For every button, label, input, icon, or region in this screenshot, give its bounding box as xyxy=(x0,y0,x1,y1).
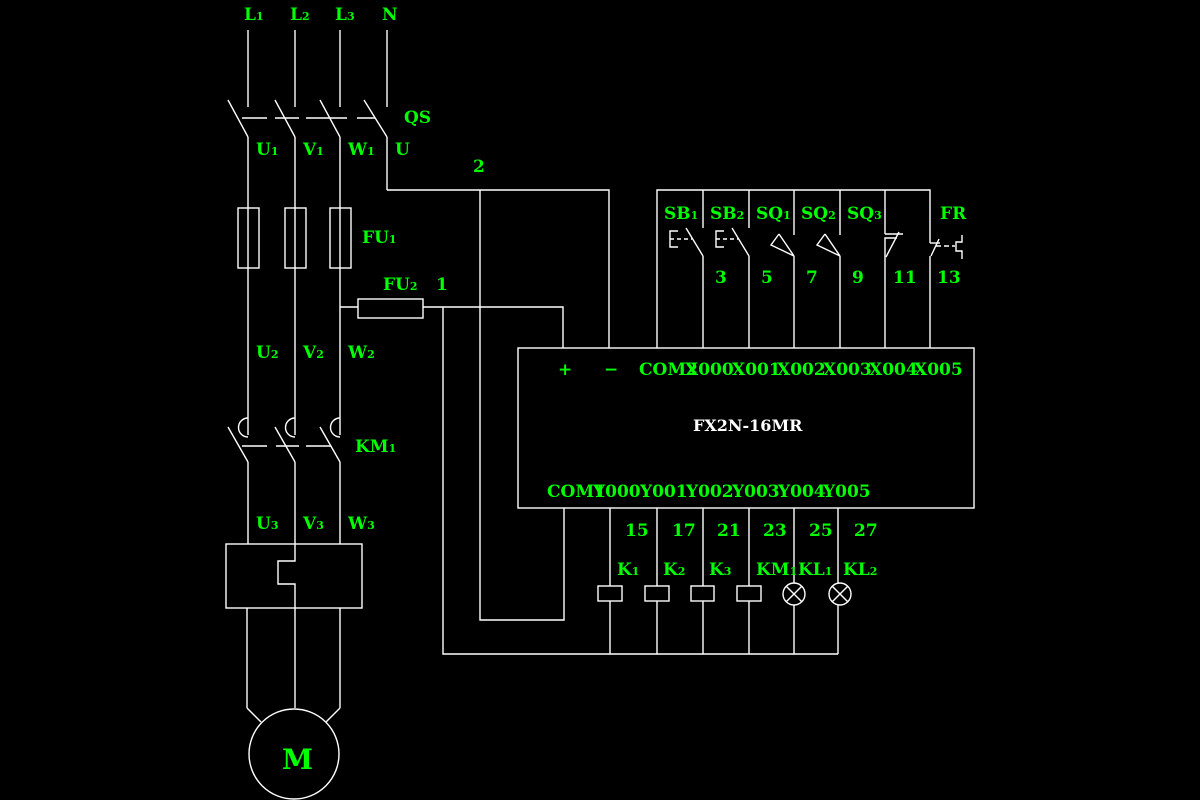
input-device-label: SB2 xyxy=(710,204,744,224)
input-wiring xyxy=(656,189,963,348)
plc-input-terminal: COM2 xyxy=(639,360,698,380)
phase-label: N xyxy=(382,5,398,25)
km1-main-contacts xyxy=(227,417,341,544)
k2-coil xyxy=(644,585,670,602)
node-1-label: 1 xyxy=(436,275,448,295)
input-device-label: SQ3 xyxy=(847,204,882,224)
node-2-label: 2 xyxy=(473,157,485,177)
node-label: V2 xyxy=(302,343,324,363)
plc-output-terminal: Y003 xyxy=(731,482,780,502)
output-node-label: 17 xyxy=(672,521,696,541)
output-device-label: K1 xyxy=(617,560,639,580)
output-device-label: KM1 xyxy=(756,560,797,580)
plc-input-terminal: X005 xyxy=(914,360,963,380)
input-node-label: 7 xyxy=(806,268,818,288)
plc-model-label: FX2N-16MR xyxy=(693,416,803,435)
plc-minus-label: − xyxy=(604,360,618,380)
plc-output-terminal: Y004 xyxy=(777,482,826,502)
output-device-label: KL2 xyxy=(843,560,877,580)
node-label: V1 xyxy=(302,140,324,160)
input-device-label: FR xyxy=(940,204,967,224)
phase-label: L2 xyxy=(290,5,310,25)
plc-plus-label: + xyxy=(558,360,572,380)
input-node-label: 5 xyxy=(761,268,773,288)
qs-label: QS xyxy=(404,108,431,128)
power-wiring-lower xyxy=(247,137,388,435)
km1-label: KM1 xyxy=(355,437,396,457)
kl1-lamp-icon xyxy=(782,582,806,606)
input-node-label: 11 xyxy=(893,268,917,288)
output-device-label: K3 xyxy=(709,560,731,580)
plc-output-terminal: Y001 xyxy=(639,482,688,502)
fu1-fuses xyxy=(237,207,352,269)
plc-input-terminal: X002 xyxy=(777,360,826,380)
plc-output-terminal: Y005 xyxy=(822,482,871,502)
node-label: W1 xyxy=(347,140,375,160)
power-wiring xyxy=(247,30,388,107)
node-label: U1 xyxy=(256,140,278,160)
kl2-lamp-icon xyxy=(828,582,852,606)
qs-switch-symbol xyxy=(227,99,388,138)
input-device-label: SQ1 xyxy=(756,204,791,224)
node-label: U2 xyxy=(256,343,278,363)
output-device-label: K2 xyxy=(663,560,685,580)
control-wiring xyxy=(340,189,838,655)
output-device-label: KL1 xyxy=(798,560,832,580)
output-node-label: 21 xyxy=(717,521,741,541)
plc-output-terminal: COM1 xyxy=(547,482,606,502)
phase-label: L1 xyxy=(244,5,264,25)
plc-input-terminal: X003 xyxy=(823,360,872,380)
plc-input-terminal: X000 xyxy=(685,360,734,380)
plc-input-terminal: X001 xyxy=(732,360,781,380)
node-label: W2 xyxy=(347,343,375,363)
output-node-label: 15 xyxy=(625,521,649,541)
node-label: U xyxy=(395,140,410,160)
phase-label: L3 xyxy=(335,5,355,25)
output-node-label: 27 xyxy=(854,521,878,541)
input-device-label: SB1 xyxy=(664,204,698,224)
fu2-fuse xyxy=(357,298,424,319)
km1-coil xyxy=(736,585,762,602)
thermal-relay-symbol xyxy=(225,543,363,609)
input-node-label: 9 xyxy=(852,268,864,288)
node-label: V3 xyxy=(302,514,324,534)
node-label: U3 xyxy=(256,514,278,534)
plc-input-terminal: X004 xyxy=(869,360,918,380)
k3-coil xyxy=(690,585,715,602)
plc-output-terminal: Y000 xyxy=(592,482,641,502)
motor-label: M xyxy=(282,743,313,776)
output-wiring xyxy=(597,508,852,654)
output-node-label: 25 xyxy=(809,521,833,541)
fu1-label: FU1 xyxy=(362,228,397,248)
motor-symbol xyxy=(246,608,341,800)
input-device-label: SQ2 xyxy=(801,204,836,224)
output-node-label: 23 xyxy=(763,521,787,541)
plc-output-terminal: Y002 xyxy=(685,482,734,502)
fu2-label: FU2 xyxy=(383,275,418,295)
k1-coil xyxy=(597,585,623,602)
plc-box xyxy=(517,347,975,509)
input-node-label: 13 xyxy=(937,268,961,288)
node-label: W3 xyxy=(347,514,375,534)
input-node-label: 3 xyxy=(715,268,727,288)
